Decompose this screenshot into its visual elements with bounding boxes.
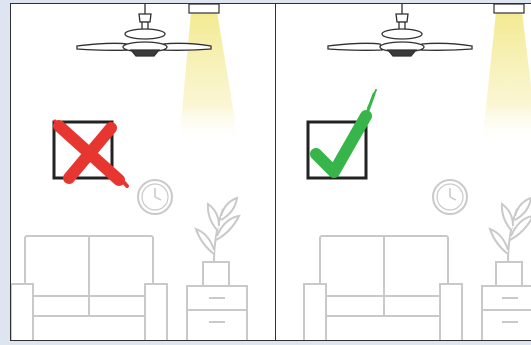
ceiling-light-icon	[179, 4, 239, 144]
nightstand-icon	[187, 286, 247, 341]
wall-clock-icon	[433, 180, 467, 214]
scene-correct	[276, 4, 531, 341]
sofa-icon	[11, 236, 167, 341]
ceiling-light-icon	[482, 4, 531, 144]
plant-icon	[490, 198, 531, 286]
wall-clock-icon	[138, 180, 172, 214]
scene-incorrect	[11, 4, 276, 341]
panel-correct	[275, 3, 531, 341]
ceiling-fan-icon	[328, 4, 472, 56]
sofa-icon	[304, 236, 462, 341]
panel-incorrect	[10, 3, 276, 341]
nightstand-icon	[482, 286, 531, 341]
plant-icon	[196, 198, 239, 286]
